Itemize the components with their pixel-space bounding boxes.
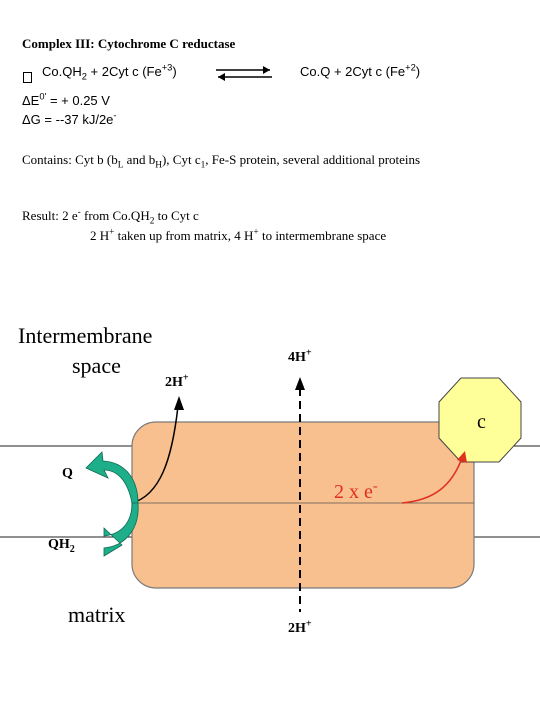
cytochrome-c-shape (438, 377, 522, 463)
qh2-uptake-arrow-icon (103, 502, 139, 557)
reaction-left: Co.QH2 + 2Cyt c (Fe+3) (42, 62, 177, 82)
delta-e-value: ΔE0' = + 0.25 V (22, 91, 110, 108)
result-line-1: Result: 2 e- from Co.QH2 to Cyt c (22, 207, 199, 227)
missing-glyph-icon (23, 72, 32, 83)
page-title: Complex III: Cytochrome C reductase (22, 36, 236, 51)
proton-label-top-right: 4H+ (288, 347, 312, 365)
contains-line: Contains: Cyt b (bL and bH), Cyt c1, Fe-… (22, 152, 421, 171)
complex-iii-body (131, 421, 475, 589)
intermembrane-label: Intermembrane (18, 323, 153, 348)
proton-label-top-left: 2H+ (165, 372, 189, 390)
cytochrome-c-label: c (477, 411, 486, 433)
proton-release-arrowhead-icon (174, 396, 184, 410)
electron-transfer-arrow (401, 457, 463, 504)
space-label: space (72, 353, 121, 378)
electron-label: 2 x e- (334, 478, 378, 503)
proton-label-bottom: 2H+ (288, 618, 312, 636)
qh2-label: QH2 (48, 537, 75, 555)
q-label: Q (62, 466, 73, 481)
proton-up-arrowhead-icon (295, 377, 305, 390)
result-line-2: 2 H+ taken up from matrix, 4 H+ to inter… (90, 227, 387, 243)
q-release-arrow-icon (85, 451, 139, 504)
reaction-right: Co.Q + 2Cyt c (Fe+2) (300, 62, 421, 79)
electron-arrowhead-icon (457, 451, 467, 463)
matrix-label: matrix (68, 602, 126, 627)
equilibrium-arrows-icon (216, 66, 272, 81)
proton-release-arrow (131, 405, 179, 504)
delta-g-value: ΔG = --37 kJ/2e- (22, 110, 117, 127)
